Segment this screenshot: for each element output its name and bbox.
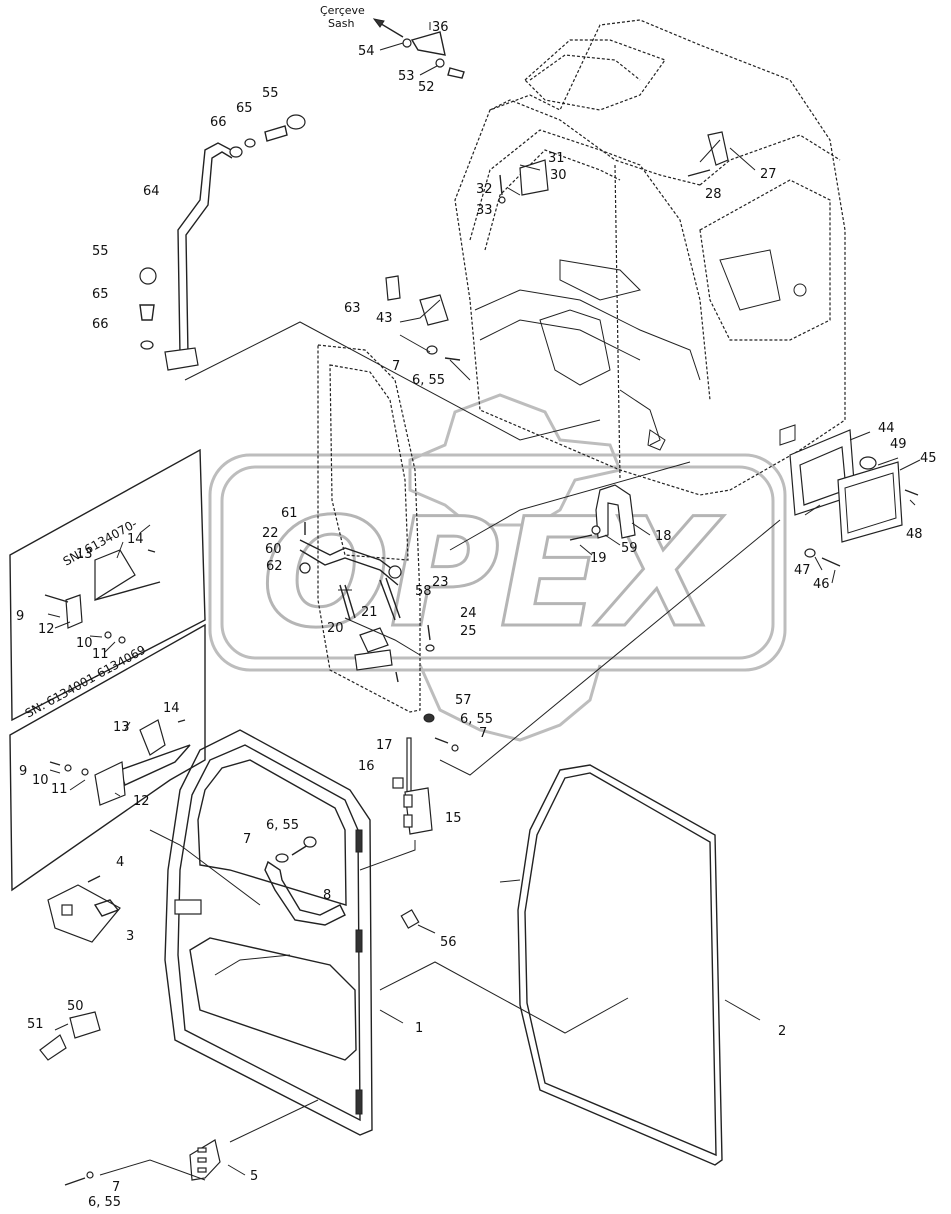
callout-1: 1 <box>415 1021 423 1036</box>
caption-line2: Sash <box>328 17 354 30</box>
callout-11-upper: 11 <box>92 647 109 662</box>
callout-66-left: 66 <box>92 317 109 332</box>
callout-62: 62 <box>266 559 283 574</box>
callout-55-top: 55 <box>262 86 279 101</box>
callout-52: 52 <box>418 80 435 95</box>
leader-lines <box>47 22 921 1181</box>
callout-14-lower: 14 <box>163 701 180 716</box>
watermark: OPEX <box>208 393 787 742</box>
callout-65-left: 65 <box>92 287 109 302</box>
callout-6-55-c: 6, 55 <box>266 818 299 833</box>
callouts: 36 54 53 52 55 65 66 64 55 65 66 31 30 3… <box>16 20 937 1210</box>
callout-15: 15 <box>445 811 462 826</box>
callout-43: 43 <box>376 311 393 326</box>
callout-6-55-d: 6, 55 <box>88 1195 121 1210</box>
callout-20: 20 <box>327 621 344 636</box>
serial-box-lower: SN: 6134001-6134069 <box>9 623 206 892</box>
serial-label-lower: SN: 6134001-6134069 <box>23 643 148 721</box>
callout-13-upper: 13 <box>76 547 93 562</box>
callout-49: 49 <box>890 437 907 452</box>
callout-9-upper: 9 <box>16 609 24 624</box>
callout-54: 54 <box>358 44 375 59</box>
callout-47: 47 <box>794 563 811 578</box>
callout-7-c: 7 <box>243 832 251 847</box>
callout-2: 2 <box>778 1024 786 1039</box>
callout-59: 59 <box>621 541 638 556</box>
callout-46: 46 <box>813 577 830 592</box>
callout-27: 27 <box>760 167 777 182</box>
cab-frame <box>454 19 846 496</box>
vent-assembly <box>789 429 919 567</box>
callout-25: 25 <box>460 624 477 639</box>
callout-16: 16 <box>358 759 375 774</box>
callout-36: 36 <box>432 20 449 35</box>
small-hardware <box>139 31 729 361</box>
callout-23: 23 <box>432 575 449 590</box>
watermark-text: OPEX <box>262 487 724 661</box>
lower-left-parts <box>39 836 317 1186</box>
callout-10-lower: 10 <box>32 773 49 788</box>
callout-19: 19 <box>590 551 607 566</box>
callout-51: 51 <box>27 1017 44 1032</box>
sash-caption: Çerçeve Sash <box>320 4 404 38</box>
callout-11-lower: 11 <box>51 782 68 797</box>
callout-4: 4 <box>116 855 124 870</box>
callout-50: 50 <box>67 999 84 1014</box>
callout-57: 57 <box>455 693 472 708</box>
callout-12-lower: 12 <box>133 794 150 809</box>
callout-6-55-b: 6, 55 <box>460 712 493 727</box>
callout-44: 44 <box>878 421 895 436</box>
callout-64: 64 <box>143 184 160 199</box>
callout-31: 31 <box>548 151 565 166</box>
callout-28: 28 <box>705 187 722 202</box>
callout-14-upper: 14 <box>127 532 144 547</box>
handle-rail-64 <box>164 142 243 371</box>
callout-24: 24 <box>460 606 477 621</box>
callout-30: 30 <box>550 168 567 183</box>
callout-55-left: 55 <box>92 244 109 259</box>
callout-9-lower: 9 <box>19 764 27 779</box>
callout-3: 3 <box>126 929 134 944</box>
hinge-assembly <box>392 713 459 929</box>
callout-48: 48 <box>906 527 923 542</box>
callout-7-a: 7 <box>392 359 400 374</box>
callout-7-d: 7 <box>112 1180 120 1195</box>
callout-6-55-a: 6, 55 <box>412 373 445 388</box>
callout-33: 33 <box>476 203 493 218</box>
callout-60: 60 <box>265 542 282 557</box>
callout-17: 17 <box>376 738 393 753</box>
callout-12-upper: 12 <box>38 622 55 637</box>
callout-8: 8 <box>323 888 331 903</box>
lock-mechanism <box>299 484 636 683</box>
callout-22: 22 <box>262 526 279 541</box>
callout-5: 5 <box>250 1169 258 1184</box>
door-assembly <box>164 729 373 1136</box>
callout-45: 45 <box>920 451 937 466</box>
callout-13-lower: 13 <box>113 720 130 735</box>
door-glass <box>517 764 723 1166</box>
callout-7-b: 7 <box>479 726 487 741</box>
callout-56: 56 <box>440 935 457 950</box>
caption-line1: Çerçeve <box>320 4 365 17</box>
callout-32: 32 <box>476 182 493 197</box>
callout-18: 18 <box>655 529 672 544</box>
callout-65-top: 65 <box>236 101 253 116</box>
callout-63: 63 <box>344 301 361 316</box>
callout-61: 61 <box>281 506 298 521</box>
callout-66-top: 66 <box>210 115 227 130</box>
callout-10-upper: 10 <box>76 636 93 651</box>
callout-58: 58 <box>415 584 432 599</box>
callout-53: 53 <box>398 69 415 84</box>
callout-21: 21 <box>361 605 378 620</box>
